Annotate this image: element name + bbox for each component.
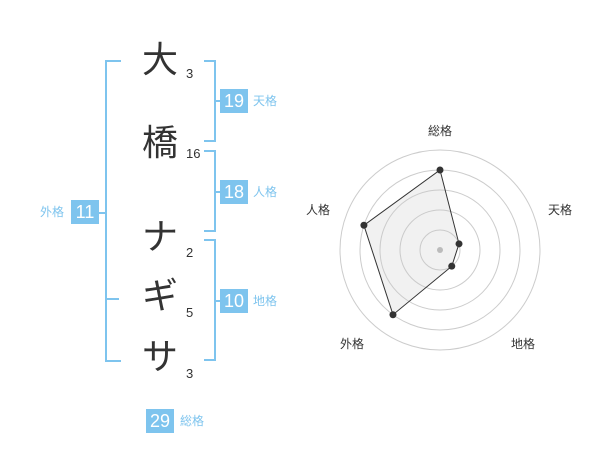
jinkaku-label: 人格 <box>253 185 278 199</box>
gaikaku-connector <box>99 212 105 214</box>
stroke-count-5: 3 <box>186 366 194 381</box>
radar-axis-label-gaikaku: 外格 <box>340 337 365 351</box>
radar-ring <box>419 229 461 271</box>
stroke-count-4: 5 <box>186 305 194 320</box>
stroke-count-2: 16 <box>186 146 201 161</box>
name-char-1: 大 <box>141 40 178 81</box>
radar-center-dot <box>437 247 443 253</box>
radar-polygon <box>363 169 460 316</box>
radar-ring <box>399 209 481 291</box>
radar-point-5 <box>360 221 368 229</box>
radar-ring <box>339 149 541 351</box>
name-char-5: サ <box>141 337 178 378</box>
radar-ring <box>379 189 501 311</box>
radar-axis-label-tenkaku: 天格 <box>548 203 573 217</box>
radar-axis-label-soukaku: 総格 <box>428 124 453 138</box>
jinkaku-connector <box>214 191 220 193</box>
name-char-4: ギ <box>141 276 178 317</box>
tenkaku-label: 天格 <box>253 94 278 108</box>
radar-point-2 <box>455 240 463 248</box>
stroke-count-1: 3 <box>186 66 194 81</box>
radar-axis-label-chikaku: 地格 <box>511 337 536 351</box>
name-char-3: ナ <box>141 217 178 258</box>
soukaku-badge: 29 <box>146 409 174 433</box>
stroke-count-3: 2 <box>186 245 194 260</box>
radar-axis-label-jinkaku: 人格 <box>306 203 331 217</box>
gaikaku-bracket-inner-tick <box>105 298 119 300</box>
chikaku-connector <box>214 300 220 302</box>
chikaku-badge: 10 <box>220 289 248 313</box>
radar-point-3 <box>448 262 456 270</box>
name-char-2: 橋 <box>141 123 178 164</box>
gaikaku-label: 外格 <box>40 205 65 219</box>
jinkaku-badge: 18 <box>220 180 248 204</box>
radar-point-4 <box>389 311 397 319</box>
tenkaku-badge: 19 <box>220 89 248 113</box>
tenkaku-connector <box>214 100 220 102</box>
radar-chart <box>339 149 541 351</box>
gaikaku-badge: 11 <box>71 200 99 224</box>
soukaku-label: 総格 <box>180 414 205 428</box>
radar-points <box>360 166 463 319</box>
radar-point-1 <box>436 166 444 174</box>
chikaku-label: 地格 <box>253 294 278 308</box>
gaikaku-bracket <box>105 60 121 362</box>
